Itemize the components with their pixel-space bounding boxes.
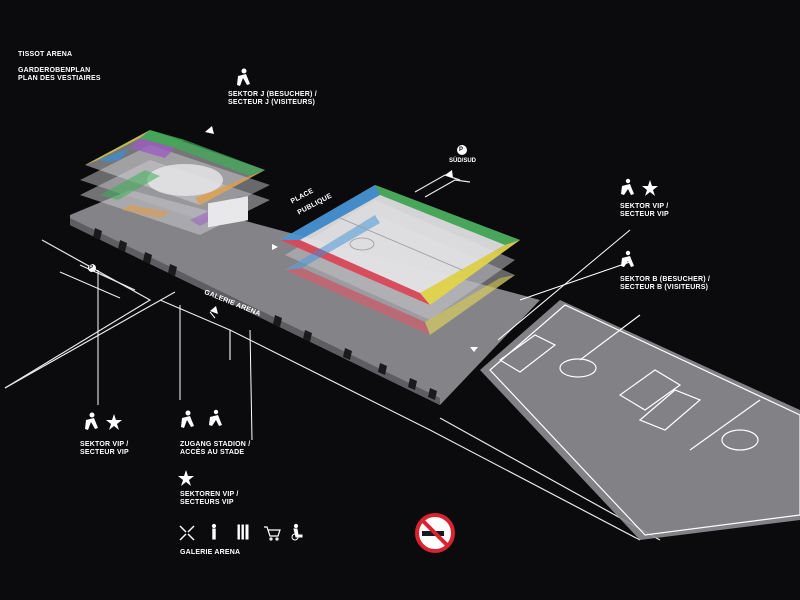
parking-sign-left-letter: P [89, 265, 94, 271]
sektoren-vip-de: SEKTOREN VIP / [180, 491, 239, 498]
sektor-vip-right-de: SEKTOR VIP / [620, 203, 669, 210]
parking-sign-south-letter: P [459, 147, 464, 153]
arrow-markers [205, 126, 478, 352]
restaurant-icon [237, 524, 249, 540]
wheelchair-icon [291, 523, 303, 541]
info-icon [211, 523, 217, 540]
zugang-fr: ACCÈS AU STADE [180, 449, 245, 456]
no-smoking-icon [415, 513, 455, 553]
shopping-cart-icon [264, 526, 281, 541]
entrances [93, 228, 437, 400]
sektor-j-label-fr: SECTEUR J (VISITEURS) [228, 99, 316, 106]
sektoren-vip-fr: SECTEURS VIP [180, 499, 234, 506]
galerie-arena-legend: GALERIE ARENA [180, 549, 241, 556]
pictograms [85, 68, 658, 486]
legend-icon-row [179, 523, 303, 541]
galerie-arena-band [70, 190, 540, 405]
sektor-j-label-de: SEKTOR J (BESUCHER) / [228, 91, 317, 98]
sektor-vip-right-fr: SECTEUR VIP [620, 211, 669, 218]
arrows-icon [179, 525, 195, 541]
parking-dir-label: SÜD/SUD [449, 158, 477, 164]
parking-sign-south [457, 145, 467, 155]
sektor-b-fr: SECTEUR B (VISITEURS) [620, 284, 709, 291]
parking-sign-left [88, 264, 96, 272]
sektor-b-de: SEKTOR B (BESUCHER) / [620, 276, 711, 283]
stadium-stack [280, 185, 520, 335]
pitch-markings [489, 304, 800, 536]
plan-title-fr: PLAN DES VESTIAIRES [18, 75, 101, 82]
zugang-de: ZUGANG STADION / [180, 441, 251, 448]
venue-title: TISSOT ARENA [18, 51, 73, 58]
plan-title-de: GARDEROBENPLAN [18, 67, 91, 74]
sektor-vip-left-de: SEKTOR VIP / [80, 441, 129, 448]
callout-lines [97, 229, 631, 441]
sektor-vip-left-fr: SECTEUR VIP [80, 449, 129, 456]
info-box [208, 196, 248, 228]
